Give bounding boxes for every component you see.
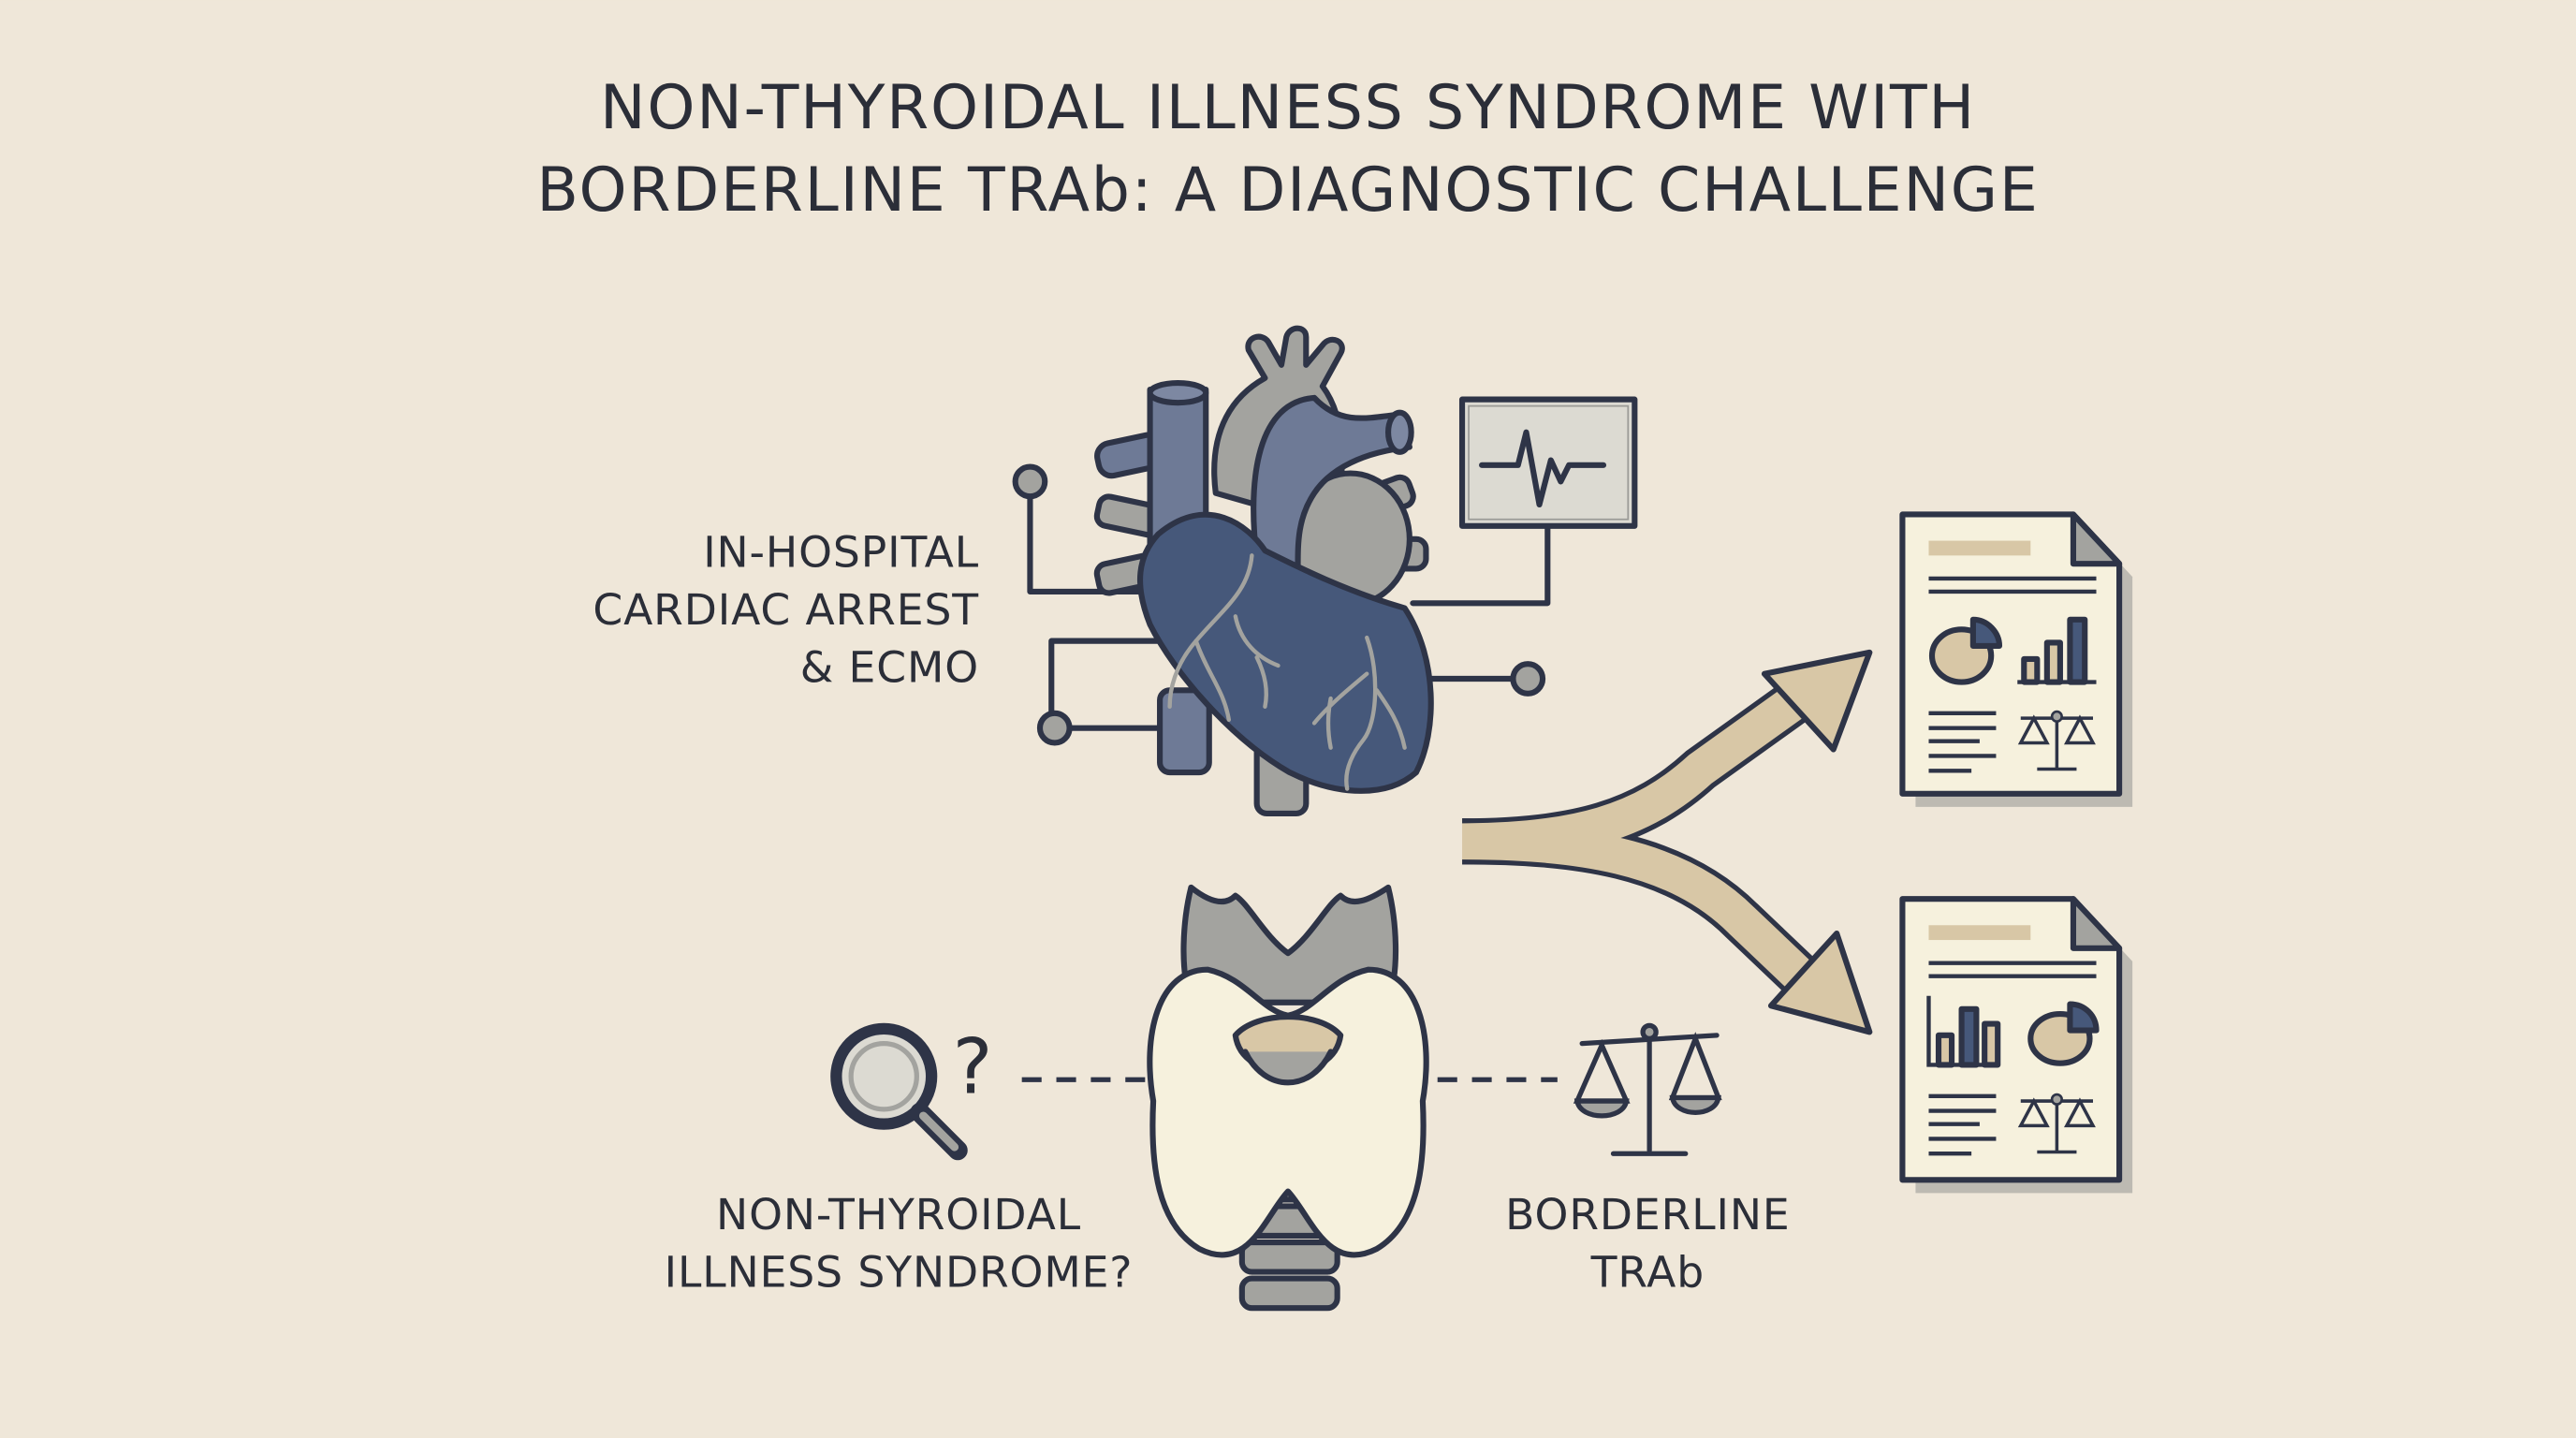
ntis-label-line: NON-THYROIDAL: [716, 1190, 1081, 1240]
magnifier-icon: [830, 1022, 968, 1161]
circuit-node-icon: [1036, 710, 1073, 746]
trab-label-line: TRAb: [1590, 1247, 1705, 1297]
scales-icon: [1573, 1022, 1722, 1156]
heart-icon: [1093, 325, 1434, 816]
ecg-monitor-icon: [1458, 396, 1638, 529]
cardiac-label: IN-HOSPITAL CARDIAC ARREST & ECMO: [593, 528, 979, 693]
circuit-node-icon: [1012, 463, 1048, 500]
title-line-2: BORDERLINE TRAb: A DIAGNOSTIC CHALLENGE: [536, 155, 2039, 226]
cardiac-label-line: IN-HOSPITAL: [703, 528, 979, 578]
cardiac-label-line: & ECMO: [800, 643, 979, 693]
report-document-icon: [1899, 896, 2133, 1194]
cardiac-label-line: CARDIAC ARREST: [593, 585, 979, 635]
circuit-node-icon: [1510, 661, 1546, 697]
report-document-icon: [1899, 511, 2133, 807]
title-line-1: NON-THYROIDAL ILLNESS SYNDROME WITH: [600, 73, 1976, 143]
trab-label-line: BORDERLINE: [1505, 1190, 1790, 1240]
thyroid-icon: [1147, 884, 1429, 1312]
question-mark-icon: ?: [953, 1023, 993, 1111]
fork-arrow-icon: [1445, 649, 1873, 1035]
ntis-label-line: ILLNESS SYNDROME?: [665, 1247, 1134, 1297]
